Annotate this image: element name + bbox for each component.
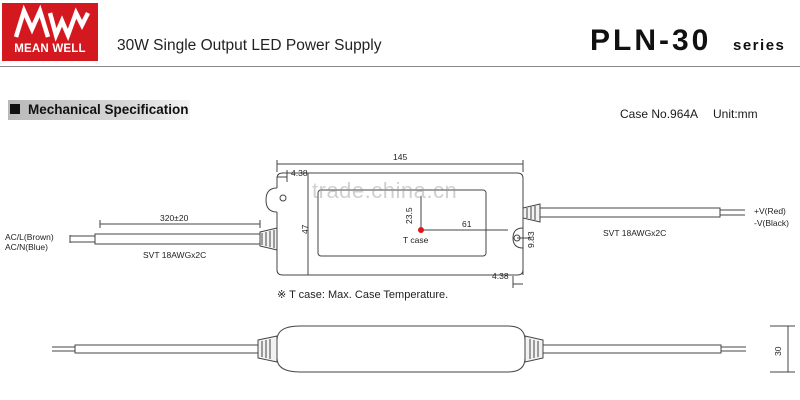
output-cable-spec: SVT 18AWGx2C bbox=[603, 228, 667, 238]
square-bullet-icon bbox=[10, 104, 20, 114]
watermark: trade.china.cn bbox=[312, 178, 458, 203]
dim-tc-horizontal: 61 bbox=[462, 219, 472, 229]
input-wire-line: AC/L(Brown) bbox=[5, 232, 54, 242]
unit-label: Unit:mm bbox=[713, 107, 758, 121]
tcase-label: T case bbox=[403, 235, 429, 245]
header-divider bbox=[0, 66, 800, 67]
dim-thickness: 30 bbox=[773, 346, 783, 356]
output-wire-negative: -V(Black) bbox=[754, 218, 789, 228]
side-view-body bbox=[276, 325, 526, 373]
top-view-body bbox=[276, 172, 524, 276]
output-wire-positive: +V(Red) bbox=[754, 206, 786, 216]
dim-hole-offset: 9.83 bbox=[526, 231, 536, 248]
dim-offset-top: 4.38 bbox=[291, 168, 308, 178]
top-view-label-area bbox=[317, 189, 487, 257]
section-title: Mechanical Specification bbox=[28, 102, 189, 117]
input-cable-spec: SVT 18AWGx2C bbox=[143, 250, 207, 260]
section-heading-bar bbox=[8, 100, 190, 120]
product-subtitle: 30W Single Output LED Power Supply bbox=[117, 37, 382, 54]
dim-length: 145 bbox=[393, 152, 408, 162]
tcase-marker-icon bbox=[418, 227, 424, 233]
dim-height: 47 bbox=[300, 224, 310, 234]
logo-text: MEAN WELL bbox=[14, 43, 86, 55]
tcase-note: ※ T case: Max. Case Temperature. bbox=[277, 289, 449, 301]
left-mount-tab bbox=[265, 187, 278, 213]
input-wire-neutral: AC/N(Blue) bbox=[5, 242, 48, 252]
series-label: series bbox=[733, 37, 786, 54]
mean-well-logo: MEAN WELL bbox=[2, 3, 98, 61]
mw-logo-icon bbox=[13, 4, 91, 42]
right-mount-tab bbox=[512, 227, 524, 249]
dim-offset-bottom: 4.38 bbox=[492, 271, 509, 281]
case-number: Case No.964A bbox=[620, 107, 699, 121]
dim-tc-vertical: 23.5 bbox=[404, 207, 414, 224]
dim-cable-length: 320±20 bbox=[160, 213, 189, 223]
model-name: PLN-30 bbox=[590, 24, 712, 57]
